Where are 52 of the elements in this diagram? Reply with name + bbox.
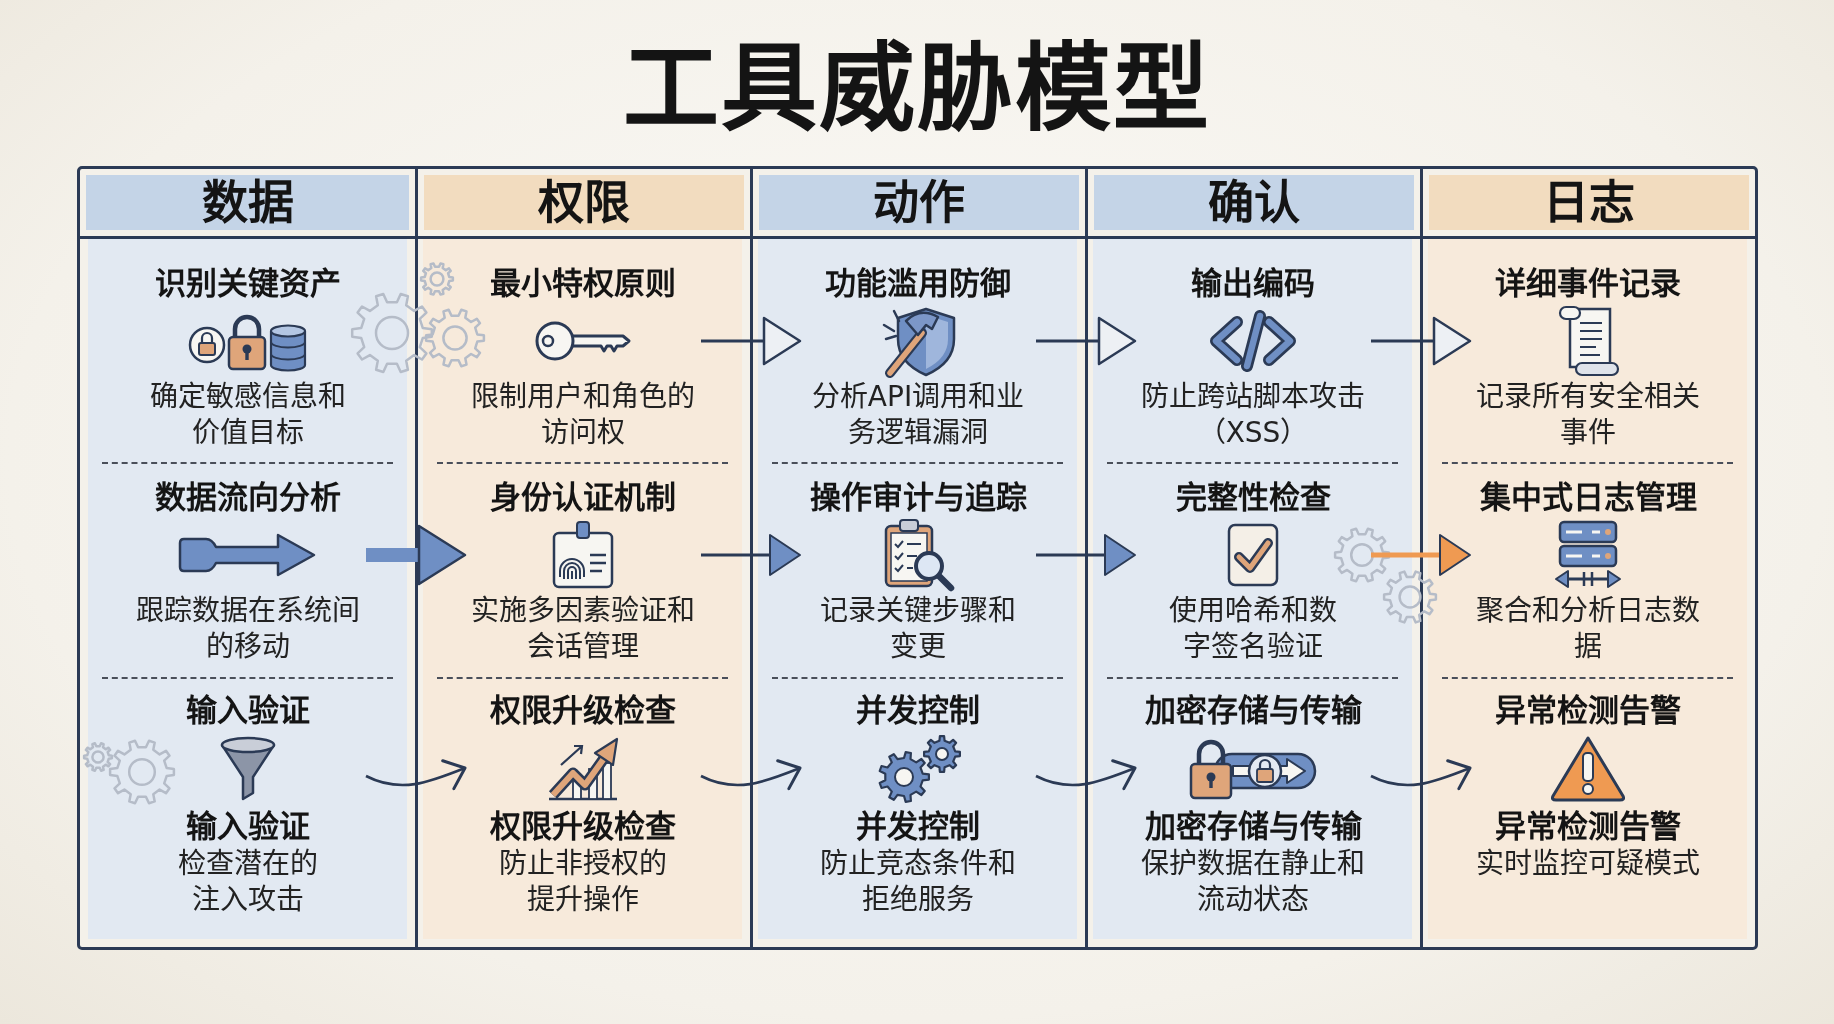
subheading: 输入验证	[186, 807, 310, 846]
heading: 识别关键资产	[155, 264, 341, 303]
description: 检查潜在的注入攻击	[177, 846, 319, 918]
title: 工具威胁模型	[623, 32, 1211, 144]
column-panel	[1085, 169, 1420, 947]
column-panel	[415, 169, 750, 947]
description: 记录关键步骤和变更	[819, 593, 1017, 665]
description: 使用哈希和数字签名验证	[1168, 593, 1338, 665]
curved-arrow	[365, 759, 467, 791]
description: 防止跨站脚本攻击（XSS）	[1140, 379, 1366, 451]
heading: 集中式日志管理	[1479, 478, 1697, 517]
description: 防止竞态条件和拒绝服务	[819, 846, 1017, 918]
description: 记录所有安全相关事件	[1475, 379, 1701, 451]
curved-arrow	[1370, 759, 1472, 791]
column-panel	[1420, 169, 1755, 947]
heading: 异常检测告警	[1495, 691, 1681, 730]
description: 聚合和分析日志数据	[1475, 593, 1701, 665]
heading: 权限升级检查	[490, 691, 676, 730]
heading: 数据流向分析	[155, 478, 341, 517]
subheading: 加密存储与传输	[1144, 807, 1362, 846]
description: 限制用户和角色的访问权	[470, 379, 696, 451]
heading: 输入验证	[186, 691, 310, 730]
heading: 详细事件记录	[1495, 264, 1681, 303]
arrow	[1371, 534, 1471, 576]
heading: 并发控制	[856, 691, 980, 730]
subheading: 异常检测告警	[1495, 807, 1681, 846]
column-panel	[750, 169, 1085, 947]
subheading: 权限升级检查	[490, 807, 676, 846]
heading: 完整性检查	[1175, 478, 1331, 517]
arrow	[701, 534, 801, 576]
heading: 身份认证机制	[490, 478, 676, 517]
block-arrow	[366, 524, 467, 586]
arrow	[1371, 316, 1472, 366]
column-panel	[80, 169, 415, 947]
arrow	[1036, 316, 1137, 366]
arrow	[1036, 534, 1136, 576]
heading: 最小特权原则	[490, 264, 676, 303]
description: 跟踪数据在系统间的移动	[135, 593, 361, 665]
heading: 输出编码	[1191, 264, 1315, 303]
description: 防止非授权的提升操作	[498, 846, 668, 918]
description: 实施多因素验证和会话管理	[470, 593, 696, 665]
arrow	[701, 316, 802, 366]
heading: 操作审计与追踪	[809, 478, 1027, 517]
curved-arrow	[1035, 759, 1137, 791]
heading: 加密存储与传输	[1144, 691, 1362, 730]
subheading: 并发控制	[856, 807, 980, 846]
description: 保护数据在静止和流动状态	[1140, 846, 1366, 918]
description: 分析API调用和业务逻辑漏洞	[810, 379, 1026, 451]
heading: 功能滥用防御	[825, 264, 1011, 303]
description: 确定敏感信息和价值目标	[149, 379, 347, 451]
description: 实时监控可疑模式	[1476, 846, 1700, 882]
curved-arrow	[700, 759, 802, 791]
